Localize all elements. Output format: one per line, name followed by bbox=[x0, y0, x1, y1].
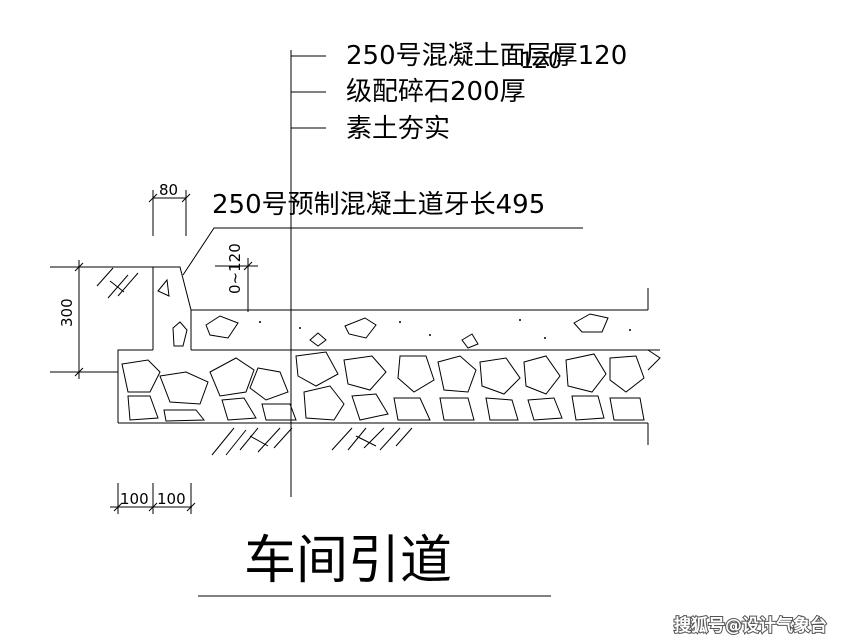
dim-300-text: 300 bbox=[58, 298, 76, 327]
curb-stone bbox=[152, 266, 192, 350]
dim-80-tick-right bbox=[181, 193, 191, 203]
dim-300-tick-top bbox=[74, 262, 84, 272]
dim-bottom-right-text: 100 bbox=[157, 490, 186, 508]
dim-bottom-tick-1 bbox=[113, 502, 123, 512]
dim-range-text: 0~120 bbox=[226, 243, 244, 294]
curb-leader bbox=[182, 227, 583, 276]
label-base-layer: 级配碎石200厚 bbox=[346, 77, 526, 107]
watermark: 搜狐号@设计气象台 bbox=[674, 615, 827, 636]
drawing-title: 车间引道 bbox=[244, 531, 452, 591]
dim-range-tick bbox=[243, 261, 253, 271]
label-surface-layer: 250号混凝土面层厚120 bbox=[346, 41, 627, 71]
gravel-base-layer bbox=[117, 288, 661, 445]
dim-80-text: 80 bbox=[159, 181, 178, 199]
dim-bottom-tick-3 bbox=[186, 502, 196, 512]
label-curb: 250号预制混凝土道牙长495 bbox=[212, 190, 545, 220]
label-subgrade-layer: 素土夯实 bbox=[346, 114, 450, 144]
concrete-surface-layer bbox=[191, 309, 648, 351]
dim-bottom-tick-2 bbox=[148, 502, 158, 512]
dim-bottom-left-text: 100 bbox=[120, 490, 149, 508]
label-surface-overlap: 120 bbox=[520, 49, 562, 74]
dim-80-tick-left bbox=[148, 193, 158, 203]
compacted-soil-hatch bbox=[211, 427, 413, 456]
dim-300-tick-bottom bbox=[74, 367, 84, 377]
ground-hatch-left bbox=[96, 267, 139, 299]
